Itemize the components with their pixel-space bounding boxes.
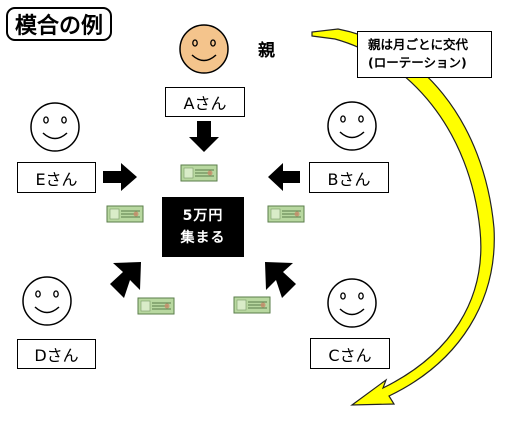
pooled-amount-line1: 5万円: [182, 208, 224, 224]
pooled-amount-line2: 集まる: [180, 230, 226, 246]
block-arrow-icon-up-right: [110, 262, 141, 298]
member-label-e: Eさん: [17, 162, 96, 193]
smiley-face-icon-b: [327, 101, 377, 151]
pooled-amount-box: 5万円 集まる: [162, 197, 244, 257]
rotation-arrow-icon: [311, 28, 495, 406]
parent-label: 親: [258, 41, 275, 61]
banknote-icon-3: [267, 205, 305, 223]
banknote-icon-5: [233, 296, 271, 314]
banknote-icon-2: [106, 205, 144, 223]
rotation-note: 親は月ごとに交代 (ローテーション): [357, 31, 492, 78]
member-label-d: Dさん: [17, 339, 96, 369]
diagram-title: 模合の例: [6, 7, 112, 41]
member-label-a: Aさん: [165, 87, 245, 117]
member-label-b: Bさん: [309, 162, 389, 193]
block-arrow-icon-down: [189, 121, 219, 152]
smiley-face-icon-c: [327, 278, 377, 328]
banknote-icon-1: [180, 164, 218, 182]
member-label-c: Cさん: [310, 338, 390, 369]
block-arrow-icon-right: [103, 163, 137, 191]
smiley-face-icon-e: [30, 102, 80, 152]
rotation-note-line2: (ローテーション): [368, 55, 467, 70]
smiley-face-icon-d: [22, 276, 72, 326]
rotation-note-line1: 親は月ごとに交代: [368, 37, 469, 52]
banknote-icon-4: [137, 297, 175, 315]
block-arrow-icon-left: [268, 163, 300, 191]
smiley-face-icon-a: [179, 24, 229, 74]
block-arrow-icon-up-left: [265, 262, 296, 298]
